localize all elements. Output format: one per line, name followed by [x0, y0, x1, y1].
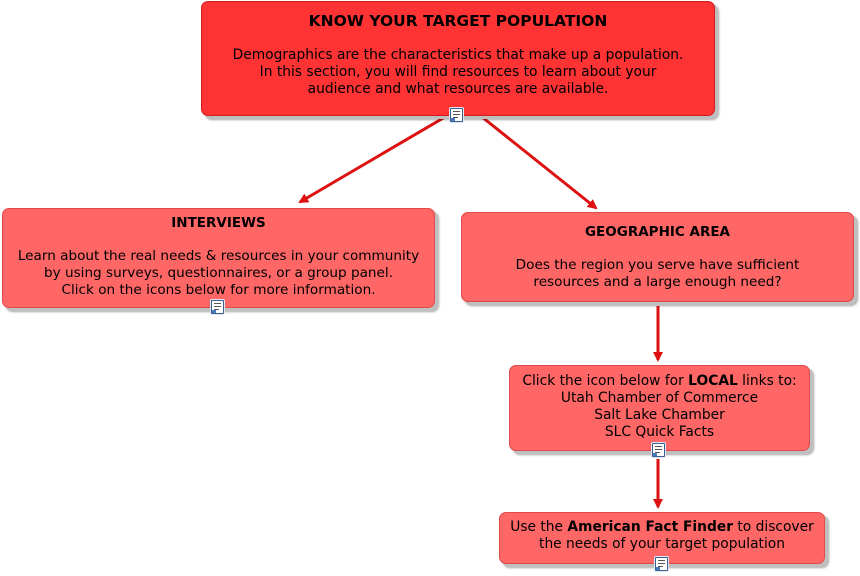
node-line: resources and a large enough need? — [533, 274, 782, 291]
local-link-salt-lake-chamber: Salt Lake Chamber — [594, 407, 725, 423]
factfinder-line2: the needs of your target population — [539, 536, 785, 552]
node-line: audience and what resources are availabl… — [307, 80, 609, 97]
document-icon[interactable] — [652, 443, 665, 457]
document-icon[interactable] — [211, 300, 224, 314]
node-local-links: Click the icon below for LOCAL links to:… — [509, 365, 810, 451]
node-line: In this section, you will find resources… — [259, 63, 657, 80]
document-icon[interactable] — [450, 108, 463, 122]
node-body: Demographics are the characteristics tha… — [208, 47, 708, 98]
node-line: Does the region you serve have sufficien… — [515, 257, 800, 274]
node-line: by using surveys, questionnaires, or a g… — [43, 265, 394, 282]
node-body: Learn about the real needs & resources i… — [9, 248, 428, 299]
document-icon[interactable] — [655, 557, 668, 571]
node-body: Use the American Fact Finder to discover… — [506, 519, 818, 553]
node-know-your-target-population: KNOW YOUR TARGET POPULATION Demographics… — [201, 1, 715, 116]
node-body: Does the region you serve have sufficien… — [468, 257, 847, 291]
node-american-fact-finder: Use the American Fact Finder to discover… — [499, 512, 825, 564]
node-body: Click the icon below for LOCAL links to:… — [516, 373, 803, 441]
node-line: Learn about the real needs & resources i… — [17, 248, 420, 265]
factfinder-post: to discover — [733, 519, 814, 535]
factfinder-bold: American Fact Finder — [567, 519, 733, 535]
node-line: Demographics are the characteristics tha… — [232, 46, 684, 63]
node-title: INTERVIEWS — [171, 215, 266, 231]
local-intro-bold: LOCAL — [688, 373, 738, 389]
node-interviews: INTERVIEWS Learn about the real needs & … — [2, 208, 435, 308]
factfinder-pre: Use the — [510, 519, 568, 535]
local-link-utah-chamber: Utah Chamber of Commerce — [560, 390, 759, 406]
connector-top-to-interviews — [298, 115, 446, 204]
node-title: KNOW YOUR TARGET POPULATION — [308, 12, 608, 30]
node-line: Click on the icons below for more inform… — [61, 282, 376, 299]
node-geographic-area: GEOGRAPHIC AREA Does the region you serv… — [461, 212, 854, 302]
local-intro-post: links to: — [737, 373, 797, 389]
local-link-slc-quick-facts: SLC Quick Facts — [604, 424, 715, 440]
local-intro-pre: Click the icon below for — [522, 373, 689, 389]
node-title: GEOGRAPHIC AREA — [584, 224, 731, 240]
connector-top-to-geographic — [481, 115, 598, 210]
